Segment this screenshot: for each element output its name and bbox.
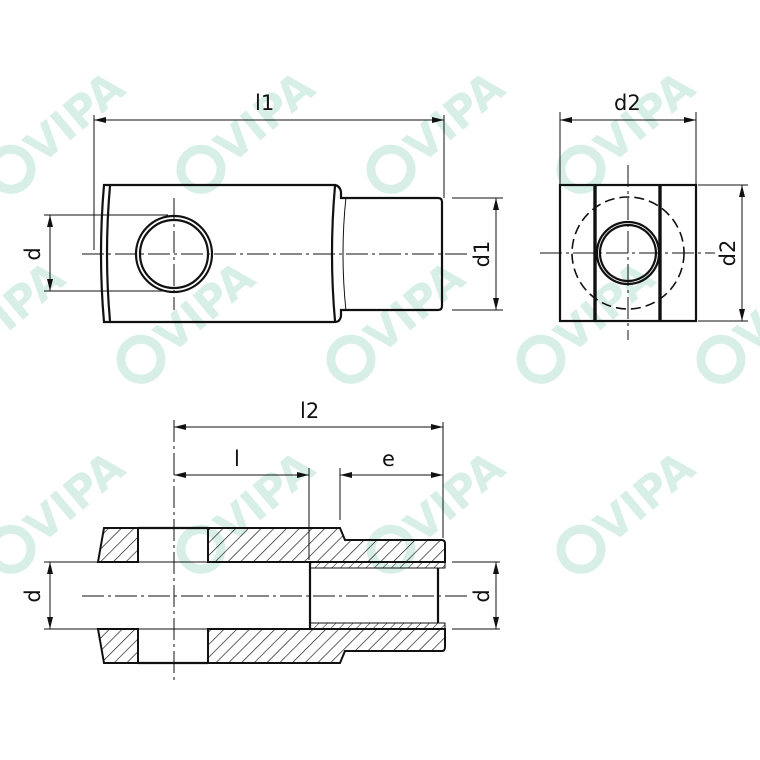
section-view: l2 l e d d <box>21 399 500 680</box>
vipa-logo-icon <box>516 334 566 384</box>
svg-text:VIPA: VIPA <box>395 442 514 554</box>
dim-e-label: e <box>382 447 395 471</box>
vipa-logo-icon <box>556 524 606 574</box>
vipa-watermark: VIPA <box>556 442 705 574</box>
side-view: d2 d2 <box>540 91 748 340</box>
front-view: l1 d d1 <box>21 91 503 324</box>
vipa-watermark: VIPA <box>0 62 135 194</box>
dim-d2-height-label: d2 <box>716 240 740 267</box>
dim-d-front-label: d <box>21 247 45 260</box>
vipa-watermark: VIPA <box>176 62 325 194</box>
svg-text:VIPA: VIPA <box>585 62 704 174</box>
vipa-logo-icon <box>0 144 36 194</box>
dim-l1-label: l1 <box>255 91 274 115</box>
dim-d-section-left-label: d <box>21 589 45 602</box>
vipa-watermark: VIPA <box>0 252 75 364</box>
svg-text:VIPA: VIPA <box>205 62 324 174</box>
svg-text:VIPA: VIPA <box>15 62 134 174</box>
vipa-logo-icon <box>696 334 746 384</box>
vipa-watermark: VIPA <box>696 252 760 384</box>
dim-d2-width-label: d2 <box>614 91 641 115</box>
svg-text:VIPA: VIPA <box>395 62 514 174</box>
vipa-watermark: VIPA <box>556 62 705 194</box>
dim-d-section-right-label: d <box>470 589 494 602</box>
dim-l-label: l <box>234 447 240 471</box>
dim-d1-label: d1 <box>470 241 494 268</box>
vipa-logo-icon <box>326 334 376 384</box>
svg-text:VIPA: VIPA <box>585 442 704 554</box>
dim-l2-label: l2 <box>300 399 319 423</box>
vipa-logo-icon <box>0 524 36 574</box>
vipa-logo-icon <box>116 334 166 384</box>
vipa-watermark: VIPA <box>516 252 665 384</box>
svg-text:VIPA: VIPA <box>355 252 474 364</box>
vipa-watermark: VIPA <box>366 62 515 194</box>
vipa-logo-icon <box>366 144 416 194</box>
svg-text:VIPA: VIPA <box>0 252 75 364</box>
